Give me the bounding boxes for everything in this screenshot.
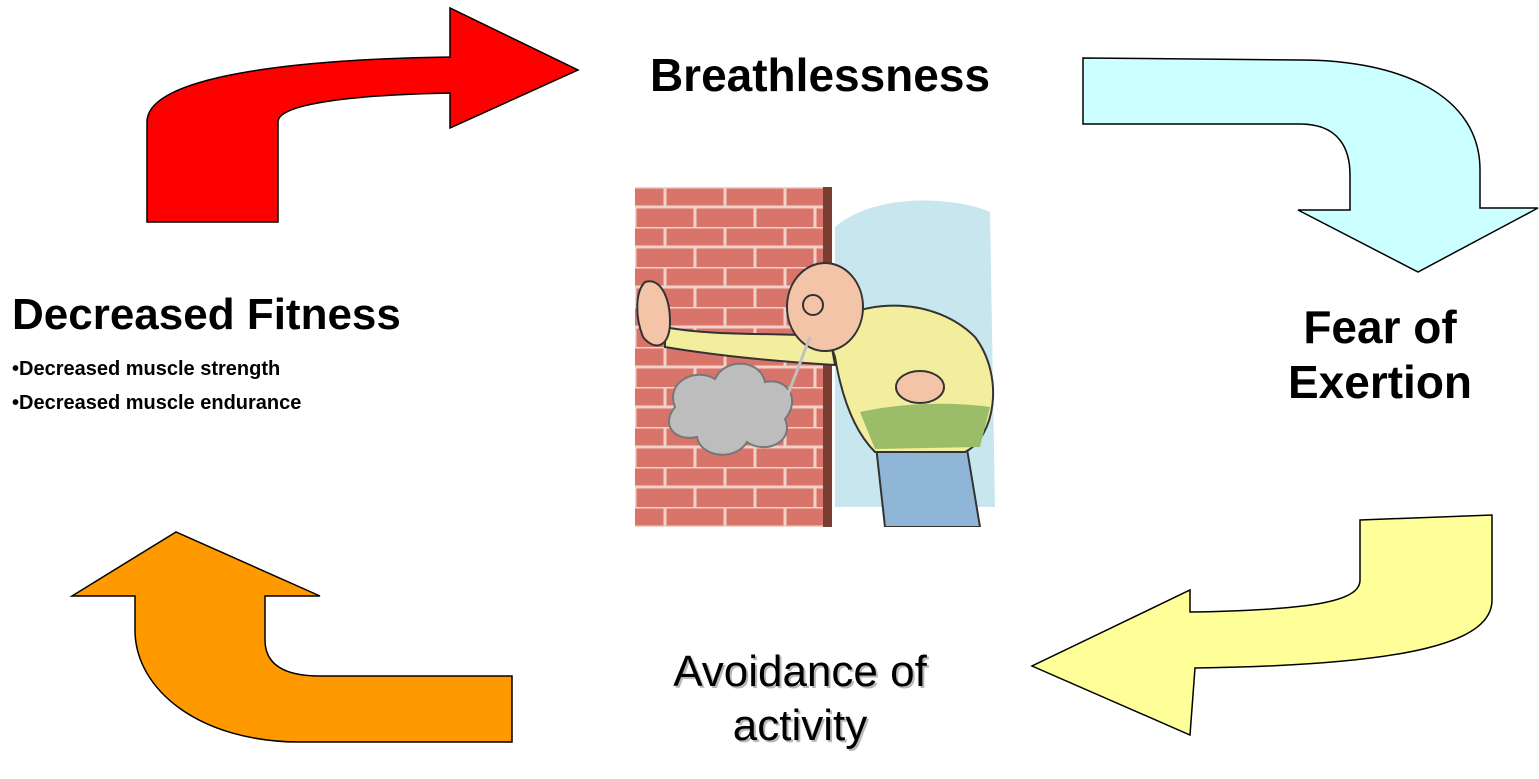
avoidance-line-2: activity	[732, 700, 868, 750]
orange-curved-arrow	[69, 531, 513, 743]
red-curved-arrow	[146, 6, 580, 223]
decreased-fitness-title: Decreased Fitness	[12, 290, 401, 339]
breath-stream	[783, 336, 812, 403]
avoidance-line-1: Avoidance of	[673, 647, 927, 696]
breath-cloud	[668, 362, 794, 456]
man-arm	[664, 325, 837, 367]
fear-of-exertion-label: Fear of Exertion	[1240, 300, 1520, 410]
man-head	[786, 262, 864, 352]
shirt-stripe	[860, 403, 990, 449]
fitness-bullet: Decreased muscle strength	[12, 352, 301, 386]
fitness-bullet: Decreased muscle endurance	[12, 386, 301, 420]
fitness-bullet-list: Decreased muscle strength Decreased musc…	[12, 352, 301, 420]
cyan-curved-arrow	[1082, 57, 1539, 273]
breathless-man-illustration	[635, 187, 995, 527]
fear-line-2: Exertion	[1287, 356, 1473, 409]
breathlessness-label: Breathlessness	[649, 49, 991, 101]
yellow-curved-arrow	[1030, 514, 1493, 737]
avoidance-of-activity-label: Avoidance of activity	[590, 645, 1010, 752]
fear-line-1: Fear of	[1303, 301, 1457, 353]
chest-hand	[895, 370, 945, 404]
man-hand	[636, 280, 672, 347]
glasses	[802, 294, 824, 316]
